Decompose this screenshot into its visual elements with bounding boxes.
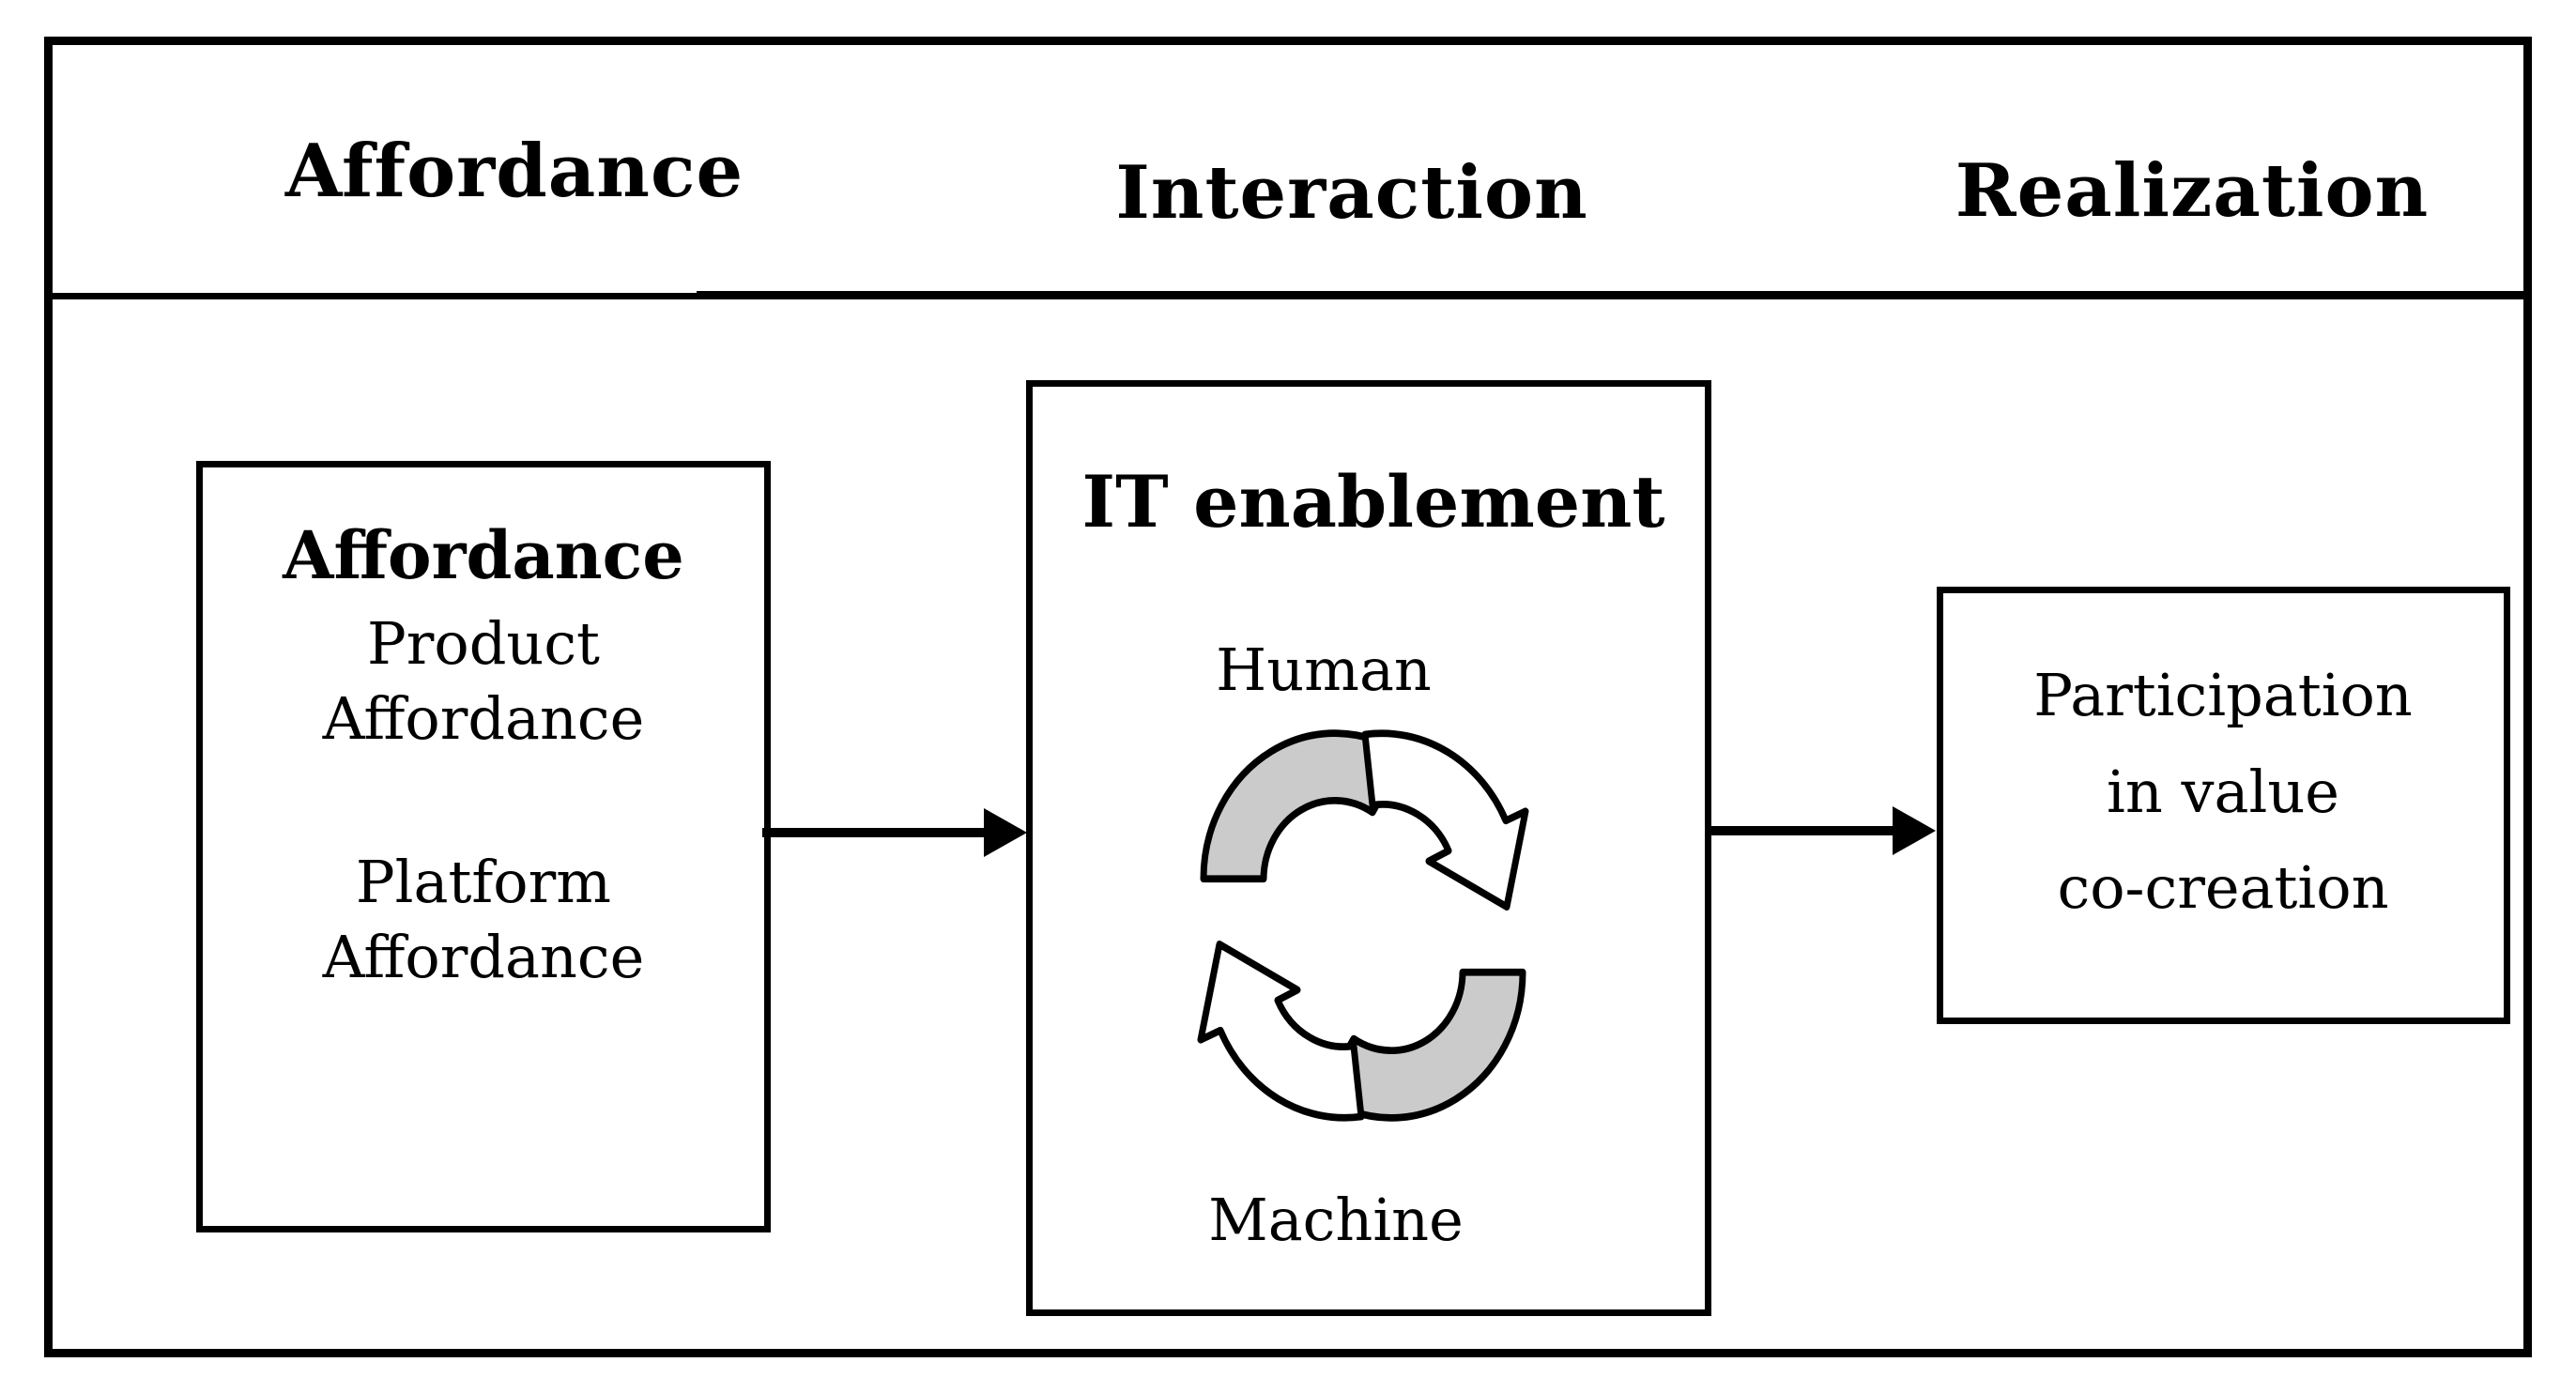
arrow-interaction-to-realization-head-icon: [1893, 806, 1936, 855]
affordance-box-product-line2: Affordance: [322, 684, 645, 753]
realization-box-line1: Participation: [2033, 661, 2413, 729]
arrow-affordance-to-interaction-head-icon: [984, 808, 1027, 857]
human-label: Human: [1216, 635, 1432, 704]
realization-box-line2: in value: [2107, 758, 2339, 826]
affordance-box: [196, 461, 771, 1232]
interaction-box: [1026, 380, 1711, 1316]
column-header-affordance: Affordance: [284, 129, 744, 214]
interaction-box-title: IT enablement: [1081, 460, 1665, 543]
affordance-box-product-line1: Product: [367, 609, 600, 678]
affordance-box-platform-line1: Platform: [355, 848, 612, 916]
column-header-interaction: Interaction: [1115, 150, 1588, 236]
column-header-realization: Realization: [1955, 148, 2430, 234]
header-divider-left-segment: [44, 293, 713, 299]
affordance-box-platform-line2: Affordance: [322, 923, 645, 991]
realization-box-line3: co-creation: [2057, 853, 2389, 922]
machine-label: Machine: [1208, 1186, 1464, 1254]
arrow-interaction-to-realization-shaft: [1711, 826, 1896, 835]
human-machine-cycle-icon: [1197, 729, 1529, 1122]
header-divider-right-segment: [697, 291, 2532, 299]
arrow-affordance-to-interaction-shaft: [762, 828, 988, 837]
affordance-box-title: Affordance: [283, 516, 684, 594]
realization-box: [1937, 587, 2510, 1024]
